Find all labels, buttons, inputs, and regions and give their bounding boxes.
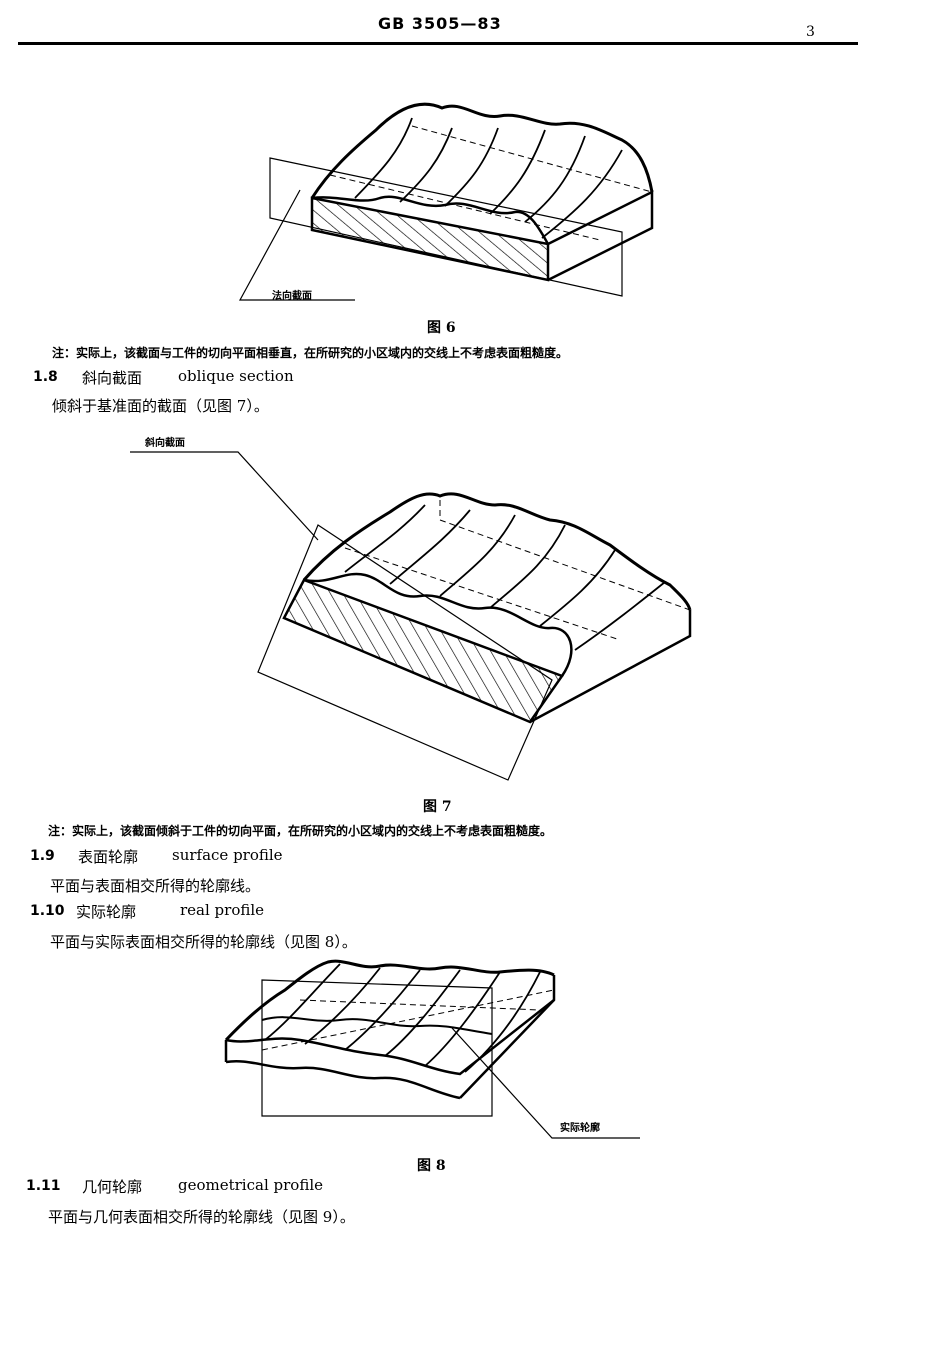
section-1-11-term-cn: 几何轮廓 [82, 1178, 143, 1196]
fig8-label: 实际轮廓 [560, 1123, 600, 1134]
section-1-9-term-cn: 表面轮廓 [78, 848, 139, 866]
fig7-caption: 图 7 [423, 799, 452, 815]
section-1-8-definition: 倾斜于基准面的截面（见图 7）。 [52, 397, 269, 415]
section-1-8-term-en: oblique section [178, 367, 294, 385]
section-1-10-number: 1.10 [30, 903, 65, 919]
standard-number: GB 3505—83 [378, 14, 502, 33]
section-1-9-number: 1.9 [30, 848, 55, 864]
section-1-9-definition: 平面与表面相交所得的轮廓线。 [50, 877, 261, 895]
fig6-caption: 图 6 [427, 320, 456, 336]
header-rule [18, 42, 858, 45]
figure-7-drawing [130, 451, 692, 781]
figure-6-drawing [238, 102, 654, 301]
section-1-10-term-cn: 实际轮廓 [76, 903, 137, 921]
fig7-note: 注：实际上，该截面倾斜于工件的切向平面，在所研究的小区域内的交线上不考虑表面粗糙… [48, 824, 553, 838]
section-1-10-definition: 平面与实际表面相交所得的轮廓线（见图 8）。 [50, 933, 357, 951]
section-1-11-definition: 平面与几何表面相交所得的轮廓线（见图 9）。 [48, 1208, 355, 1226]
section-1-11-term-en: geometrical profile [178, 1176, 323, 1194]
section-1-8-number: 1.8 [33, 369, 58, 385]
fig6-label: 法向截面 [272, 291, 312, 302]
fig8-caption: 图 8 [417, 1158, 446, 1174]
section-1-8-term-cn: 斜向截面 [82, 369, 143, 387]
section-1-11-number: 1.11 [26, 1178, 61, 1194]
section-1-9-term-en: surface profile [172, 846, 283, 864]
fig7-label: 斜向截面 [145, 438, 185, 449]
page-number: 3 [806, 24, 815, 40]
figure-8-drawing [224, 959, 640, 1139]
section-1-10-term-en: real profile [180, 901, 265, 919]
fig6-note: 注：实际上，该截面与工件的切向平面相垂直，在所研究的小区域内的交线上不考虑表面粗… [52, 346, 569, 360]
